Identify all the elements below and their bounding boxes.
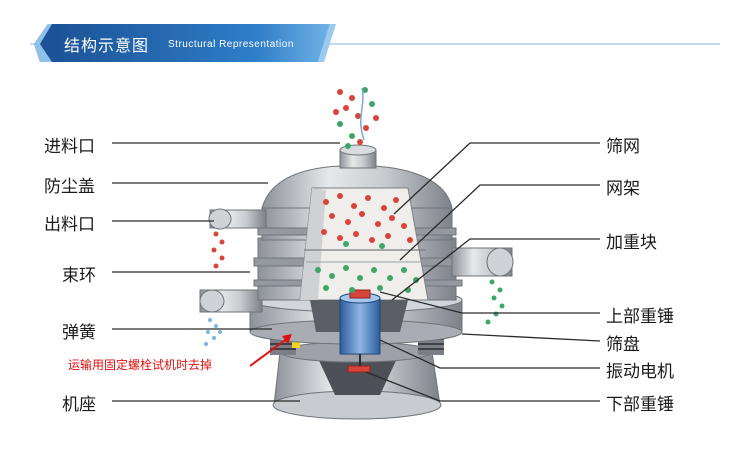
discharge-fine [204,318,222,346]
label-screen-tray: 筛盘 [606,335,640,355]
banner-title: 结构示意图 [64,36,150,55]
label-outlet: 出料口 [44,215,95,235]
machine-base [272,341,442,420]
particles-bottom [315,265,419,293]
upper-weight-block [349,289,371,299]
discharge-green [485,279,505,325]
vibration-motor-body [339,289,381,373]
section-banner [30,24,720,62]
label-vibration-motor: 振动电机 [606,362,674,382]
upper-outlet-spout [208,208,267,230]
warning-arrow [249,334,292,367]
banner-subtitle: Structural Representation [168,39,294,50]
label-lower-weight: 下部重锤 [606,395,674,415]
lower-outlet-spout [199,289,263,313]
warning-text: 运输用固定螺栓试机时去掉 [68,358,213,372]
label-inlet: 进料口 [44,137,95,157]
label-clamp-ring: 束环 [62,266,96,286]
particles-top [321,193,413,249]
label-weight-block: 加重块 [606,233,657,253]
label-mesh-frame: 网架 [606,179,640,199]
leader-lines-right [365,142,601,402]
leader-lines-left [112,142,340,402]
label-upper-weight: 上部重锤 [606,307,674,327]
right-outlet-spout [451,247,514,277]
material-stream [333,87,379,149]
discharge-red [211,231,225,269]
label-spring: 弹簧 [62,323,96,343]
label-screen-mesh: 筛网 [606,137,640,157]
lower-weight-block [347,365,371,373]
label-base: 机座 [62,395,96,415]
label-dust-cover: 防尘盖 [44,177,95,197]
